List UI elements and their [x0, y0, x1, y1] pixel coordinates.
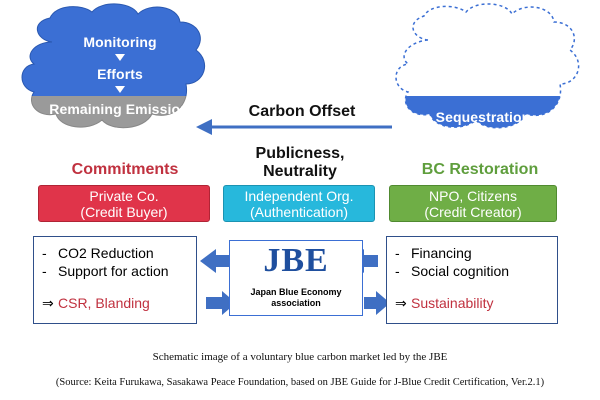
- arrow-right-bottom: [364, 291, 390, 315]
- list-item: -Financing: [395, 245, 472, 261]
- jbe-name-line2: association: [271, 298, 321, 308]
- bullet-dash: -: [42, 245, 47, 261]
- npo-citizens-box: NPO, Citizens (Credit Creator): [389, 185, 557, 222]
- bullet-dash: -: [395, 245, 400, 261]
- list-item: -CO2 Reduction: [42, 245, 154, 261]
- list-item: ⇒Sustainability: [395, 295, 494, 312]
- jbe-name: Japan Blue Economy association: [230, 287, 362, 309]
- publicness-heading: Publicness, Neutrality: [220, 145, 380, 181]
- commitments-list: -CO2 Reduction -Support for action ⇒CSR,…: [33, 236, 197, 324]
- publicness-line2: Neutrality: [263, 163, 337, 180]
- jbe-logo: JBE: [263, 242, 329, 279]
- left-cloud: [21, 3, 206, 129]
- right-cloud: [395, 3, 580, 129]
- arrow-right-top: [348, 249, 378, 273]
- carbon-offset-label: Carbon Offset: [248, 103, 356, 120]
- caption-source: (Source: Keita Furukawa, Sasakawa Peace …: [55, 377, 545, 388]
- npo-line1: NPO, Citizens: [429, 188, 517, 204]
- efforts-label: Efforts: [97, 66, 143, 82]
- independent-org-line2: (Authentication): [249, 204, 349, 220]
- arrow-left-top: [200, 249, 232, 273]
- co2-reduction-item: CO2 Reduction: [58, 245, 154, 261]
- csr-outcome: CSR, Blanding: [58, 295, 150, 311]
- financing-item: Financing: [411, 245, 472, 261]
- publicness-line1: Publicness,: [255, 145, 345, 162]
- sequestration-label: Sequestration: [435, 109, 531, 125]
- implies-icon: ⇒: [395, 295, 407, 311]
- jbe-box: JBE Japan Blue Economy association: [229, 240, 363, 316]
- commitments-heading: Commitments: [71, 161, 179, 178]
- list-item: ⇒CSR, Blanding: [42, 295, 150, 312]
- independent-org-box: Independent Org. (Authentication): [223, 185, 375, 222]
- social-cognition-item: Social cognition: [411, 263, 510, 279]
- bullet-dash: -: [395, 263, 400, 279]
- carbon-offset-arrow: [196, 119, 392, 135]
- private-co-line1: Private Co.: [89, 188, 159, 204]
- bc-restoration-heading: BC Restoration: [421, 161, 539, 178]
- down-arrow-icon: [115, 54, 125, 61]
- remaining-emission-label: Remaining Emission: [49, 101, 189, 117]
- independent-org-line1: Independent Org.: [244, 188, 354, 204]
- list-item: -Support for action: [42, 263, 169, 279]
- restoration-list: -Financing -Social cognition ⇒Sustainabi…: [386, 236, 558, 324]
- npo-line2: (Credit Creator): [424, 204, 522, 220]
- list-item: -Social cognition: [395, 263, 509, 279]
- sustainability-outcome: Sustainability: [411, 295, 494, 311]
- support-item: Support for action: [58, 263, 169, 279]
- bullet-dash: -: [42, 263, 47, 279]
- jbe-name-line1: Japan Blue Economy: [250, 287, 342, 297]
- caption-title: Schematic image of a voluntary blue carb…: [152, 351, 448, 363]
- implies-icon: ⇒: [42, 295, 54, 311]
- monitoring-label: Monitoring: [83, 34, 157, 50]
- private-co-box: Private Co. (Credit Buyer): [38, 185, 210, 222]
- private-co-line2: (Credit Buyer): [80, 204, 168, 220]
- down-arrow-icon: [115, 86, 125, 93]
- arrow-left-bottom: [206, 291, 236, 315]
